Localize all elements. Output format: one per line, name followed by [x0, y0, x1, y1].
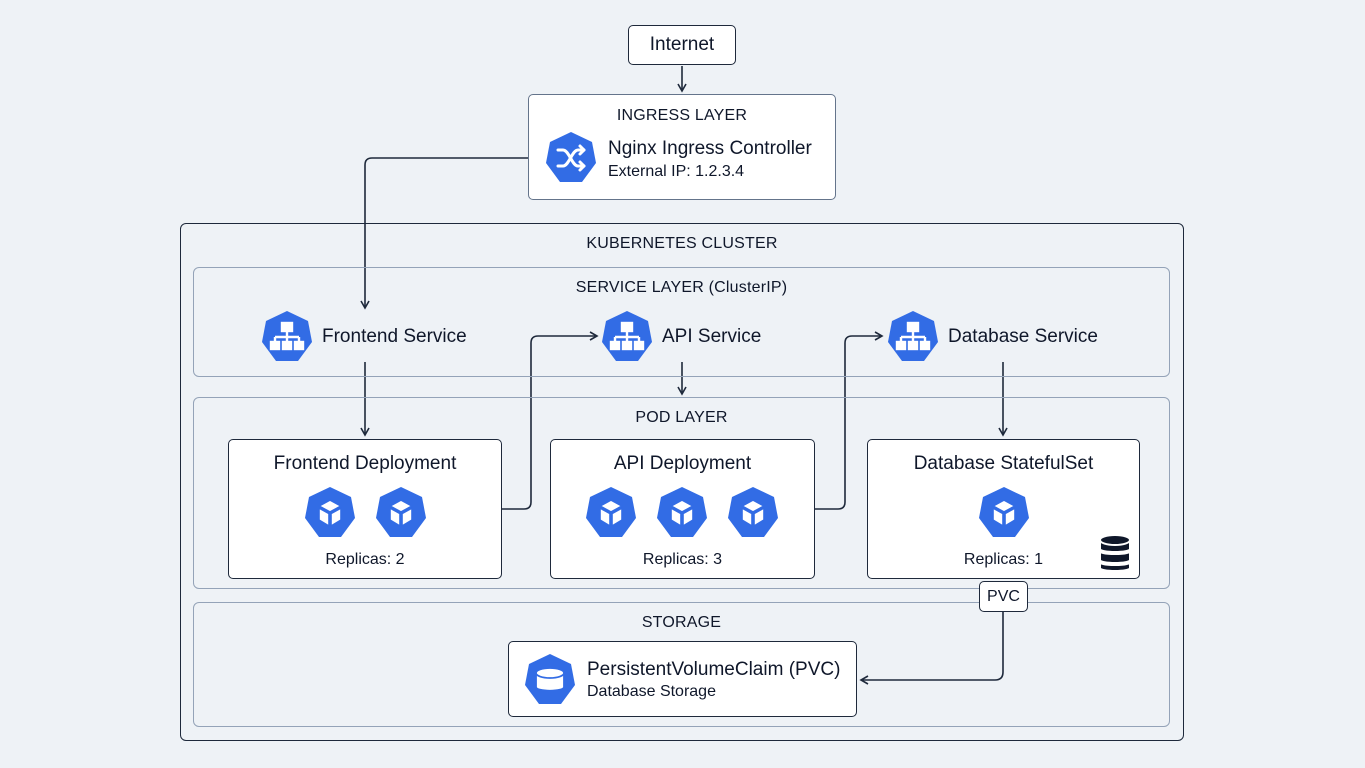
api-service-label: API Service [662, 326, 762, 347]
service-icon [601, 310, 653, 364]
database-service-label: Database Service [948, 326, 1098, 347]
pod-icon [978, 486, 1030, 540]
service-layer: SERVICE LAYER (ClusterIP) [193, 267, 1170, 377]
pod-icon [656, 486, 708, 540]
pod-icon [727, 486, 779, 540]
pod-layer-title: POD LAYER [635, 409, 728, 426]
internet-label: Internet [649, 34, 715, 55]
database-statefulset: Database StatefulSet Replicas: 1 [867, 439, 1140, 579]
pvc-name: PersistentVolumeClaim (PVC) [587, 659, 841, 680]
service-icon [887, 310, 939, 364]
pod-icon [375, 486, 427, 540]
persistent-volume-claim: PersistentVolumeClaim (PVC) Database Sto… [508, 641, 857, 717]
shuffle-icon [545, 131, 597, 185]
service-layer-title: SERVICE LAYER (ClusterIP) [575, 279, 788, 296]
frontend-deployment: Frontend Deployment Replicas: 2 [228, 439, 502, 579]
ingress-controller-name: Nginx Ingress Controller [608, 138, 812, 159]
storage-layer: STORAGE [193, 602, 1170, 727]
ingress-layer: INGRESS LAYER Nginx Ingress Controller E… [528, 94, 836, 200]
pvc-description: Database Storage [587, 683, 716, 700]
database-volume-icon [1098, 533, 1132, 578]
ingress-layer-title: INGRESS LAYER [616, 107, 748, 124]
database-statefulset-title: Database StatefulSet [913, 453, 1094, 474]
frontend-service: Frontend Service [261, 310, 467, 364]
cluster-title: KUBERNETES CLUSTER [586, 235, 778, 252]
database-replicas: Replicas: 1 [963, 551, 1044, 568]
database-service: Database Service [887, 310, 1098, 364]
frontend-replicas: Replicas: 2 [325, 551, 405, 568]
api-replicas: Replicas: 3 [642, 551, 723, 568]
api-service: API Service [601, 310, 761, 364]
frontend-deployment-title: Frontend Deployment [273, 453, 457, 474]
ingress-external-ip: External IP: 1.2.3.4 [608, 163, 745, 180]
service-icon [261, 310, 313, 364]
internet-node: Internet [628, 25, 736, 65]
pod-icon [304, 486, 356, 540]
api-deployment: API Deployment [550, 439, 815, 579]
api-deployment-title: API Deployment [613, 453, 752, 474]
pod-layer: POD LAYER [193, 397, 1170, 589]
pod-icon [585, 486, 637, 540]
pvc-tag: PVC [979, 581, 1028, 612]
kubernetes-cluster: KUBERNETES CLUSTER [180, 223, 1184, 741]
storage-title: STORAGE [641, 614, 722, 631]
pvc-tag-label: PVC [987, 587, 1020, 605]
frontend-service-label: Frontend Service [322, 326, 467, 347]
volume-icon [524, 653, 576, 707]
